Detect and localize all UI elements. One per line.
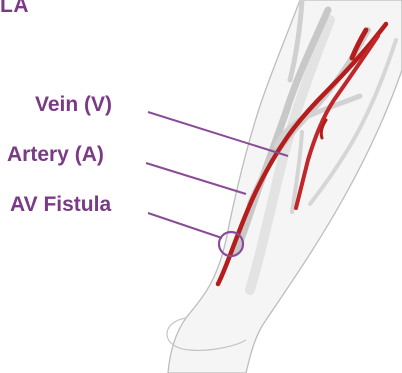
vein-label: Vein (V): [35, 93, 112, 117]
fistula-leader-line: [148, 213, 222, 238]
artery-leader-line: [146, 163, 246, 194]
av-fistula-label: AV Fistula: [10, 193, 111, 217]
artery-label: Artery (A): [7, 143, 104, 167]
